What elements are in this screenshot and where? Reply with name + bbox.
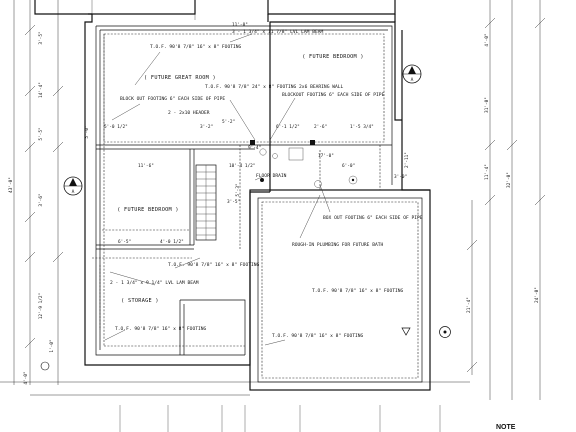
dim-row1-5: 1'-5 3/4" bbox=[350, 124, 374, 130]
dim-misc-6: 5'-0" bbox=[84, 125, 90, 138]
dim-misc-2: 5'-3" bbox=[235, 183, 241, 196]
stairs bbox=[195, 164, 217, 241]
dim-row3-1: 4'-0 1/2" bbox=[160, 239, 184, 245]
dim-row2-0: 11'-6" bbox=[138, 163, 154, 169]
section-marker-left: A bbox=[63, 176, 83, 196]
dim-left-3: 43'-0" bbox=[8, 177, 14, 193]
dim-right-0: 4'-0" bbox=[484, 33, 490, 46]
callout-floor-drain: FLOOR DRAIN bbox=[256, 173, 287, 179]
section-label-right: A bbox=[411, 77, 414, 83]
dim-right-3: 21'-4" bbox=[466, 297, 472, 313]
dim-row1-4: 2'-6" bbox=[314, 124, 327, 130]
room-great-room: ( FUTURE GREAT ROOM ) bbox=[144, 75, 216, 81]
dim-row2-1: 10'-4 1/2" bbox=[229, 163, 255, 169]
dim-misc-7: 1'-0" bbox=[49, 339, 55, 352]
plumbing-fixtures bbox=[259, 147, 358, 188]
dim-misc-4: 2'-11" bbox=[404, 152, 410, 168]
leader-lines bbox=[104, 33, 331, 346]
dim-right-4: 32'-0" bbox=[506, 172, 512, 188]
garage-walls bbox=[249, 189, 431, 391]
callout-box-out: BOX OUT FOOTING 6" EACH SIDE OF PIPE bbox=[323, 215, 423, 221]
callout-footing-5: T.O.F. 90'8 7/8" 16" x 8" FOOTING bbox=[272, 333, 364, 339]
note-label: NOTE bbox=[496, 424, 516, 431]
dim-row2-2: 6'-0" bbox=[342, 163, 355, 169]
callout-footing-2: T.O.F. 90'8 7/8" 24" x 8" FOOTING 2x6 BE… bbox=[205, 84, 344, 90]
dim-row1-1: 3'-2" bbox=[200, 124, 213, 130]
section-label-left: A bbox=[72, 189, 75, 195]
room-bedroom-left: ( FUTURE BEDROOM ) bbox=[117, 207, 179, 213]
callout-footing-1: T.O.F. 90'8 7/8" 16" x 8" FOOTING bbox=[150, 44, 242, 50]
room-bedroom-top: ( FUTURE BEDROOM ) bbox=[302, 54, 364, 60]
dim-right-1: 31'-0" bbox=[484, 97, 490, 113]
dim-left-1: 14'-4" bbox=[38, 82, 44, 98]
callout-lvl-beam-top: 3 - 1 3/4" x 11 7/8" LVL LAM BEAM bbox=[232, 29, 324, 35]
dim-left-0: 3'-5" bbox=[38, 31, 44, 44]
dim-top: 11'-0" bbox=[232, 22, 248, 28]
dim-misc-1: 9'-4" bbox=[248, 145, 261, 151]
callout-blockout-right: BLOCKOUT FOOTING 6" EACH SIDE OF PIPE bbox=[282, 92, 385, 98]
dim-right-5: 24'-0" bbox=[534, 287, 540, 303]
room-storage: ( STORAGE ) bbox=[121, 298, 159, 304]
dim-misc-3: 3'-5" bbox=[227, 199, 240, 205]
footing-lines bbox=[92, 33, 385, 347]
callout-blockout-left: BLOCK OUT FOOTING 6" EACH SIDE OF PIPE bbox=[120, 96, 225, 102]
dim-misc-5: 3'-0" bbox=[394, 174, 407, 180]
callout-footing-4: T.O.F. 90'8 7/8" 16" x 8" FOOTING bbox=[115, 326, 207, 332]
dim-row3-0: 6'-5" bbox=[118, 239, 131, 245]
dim-left-2: 5'-5" bbox=[38, 127, 44, 140]
callout-header: 2 - 2x10 HEADER bbox=[168, 110, 210, 116]
dim-misc-0: 17'-0" bbox=[318, 153, 334, 159]
section-marker-right: A bbox=[402, 64, 422, 84]
elevation-marker bbox=[401, 327, 411, 336]
dim-row1-3: 6'-1 1/2" bbox=[276, 124, 300, 130]
callout-rough-in: ROUGH-IN PLUMBING FOR FUTURE BATH bbox=[292, 242, 384, 248]
marker-bottom-left bbox=[40, 361, 50, 371]
dim-left-6: 4'-0" bbox=[23, 371, 29, 384]
dimension-lines bbox=[0, 0, 546, 432]
dim-right-2: 11'-4" bbox=[484, 164, 490, 180]
callout-footing-3: T.O.F. 90'8 7/8" 16" x 8" FOOTING bbox=[168, 262, 260, 268]
dim-row1-0: 5'-0 1/2" bbox=[104, 124, 128, 130]
callout-lvl-beam-bottom: 2 - 1 3/4" x 9 1/4" LVL LAM BEAM bbox=[110, 280, 199, 286]
dim-left-5: 12'-9 1/2" bbox=[38, 293, 44, 319]
callout-footing-6: T.O.F. 90'8 7/8" 16" x 8" FOOTING bbox=[312, 288, 404, 294]
dim-row1-2: 5'-2" bbox=[222, 119, 235, 125]
dim-left-4: 3'-6" bbox=[38, 193, 44, 206]
marker-lower-right bbox=[439, 326, 451, 338]
